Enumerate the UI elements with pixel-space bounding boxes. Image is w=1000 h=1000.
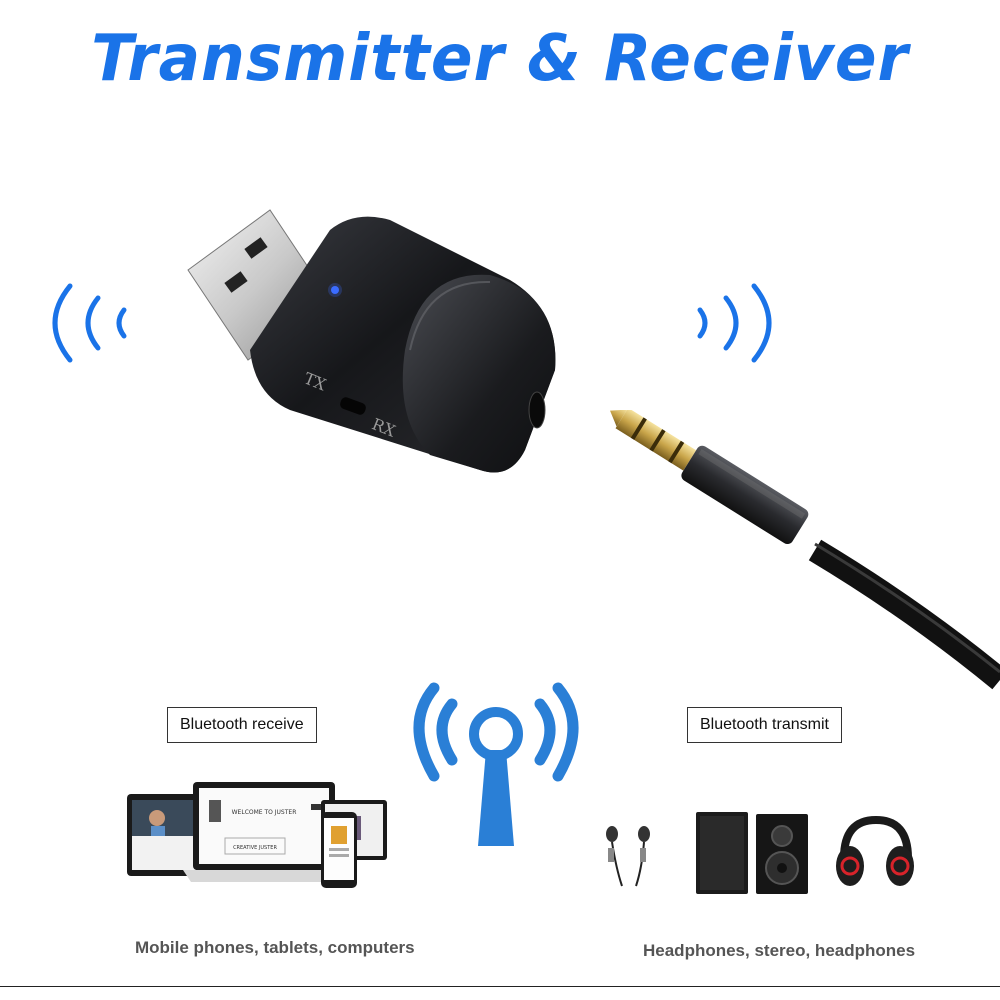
audio-devices-illustration	[606, 812, 914, 894]
bottom-divider	[0, 986, 1000, 987]
audio-jack-cable	[610, 410, 1000, 690]
signal-waves-left-icon	[52, 283, 127, 363]
bluetooth-antenna-icon	[413, 682, 579, 846]
caption-input-devices: Mobile phones, tablets, computers	[135, 938, 415, 957]
earphones-icon	[606, 826, 650, 887]
laptop-subheading: CREATIVE JUSTER	[233, 845, 277, 851]
caption-output-devices: Headphones, stereo, headphones	[643, 941, 916, 960]
devices-illustration: WELCOME TO JUSTER CREATIVE JUSTER	[127, 782, 387, 888]
laptop-heading: WELCOME TO JUSTER	[232, 809, 297, 816]
bluetooth-receive-label: Bluetooth receive	[167, 707, 317, 743]
bluetooth-usb-adapter	[187, 209, 556, 473]
signal-waves-right-icon	[697, 283, 772, 363]
page-title: Transmitter & Receiver	[91, 22, 909, 96]
bluetooth-transmit-label: Bluetooth transmit	[687, 707, 842, 743]
